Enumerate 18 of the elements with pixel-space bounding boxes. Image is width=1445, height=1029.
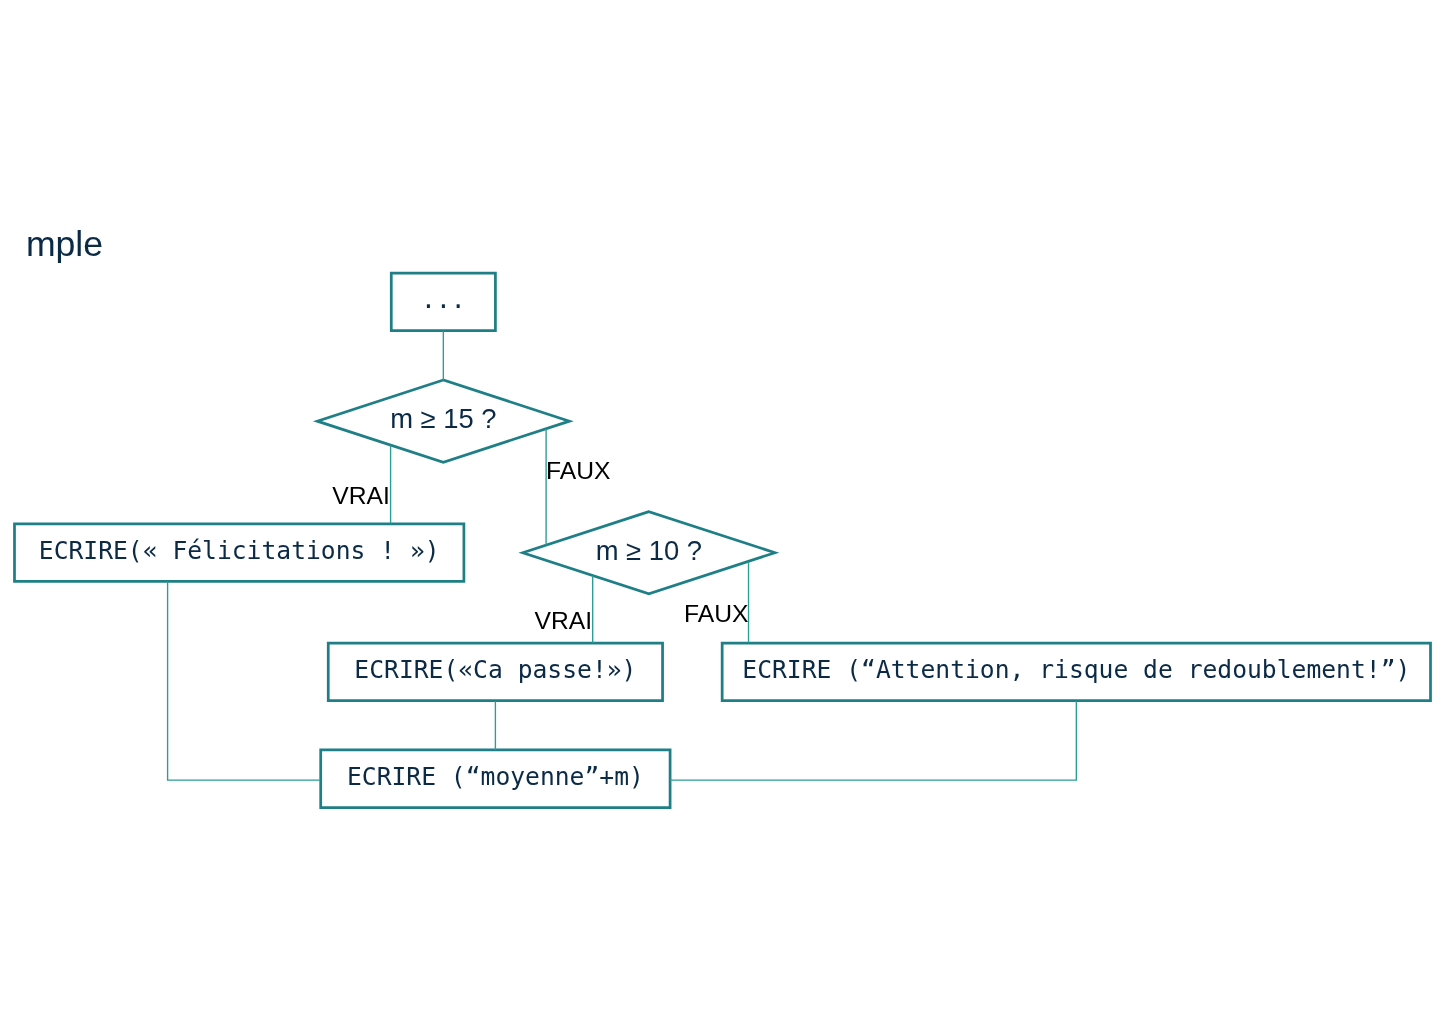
connector	[389, 444, 392, 524]
connector	[166, 580, 322, 781]
node-box: ECRIRE(«Ca passe!»)	[326, 641, 664, 702]
connector	[442, 329, 445, 381]
connector	[545, 427, 547, 546]
node-box: ...	[389, 271, 497, 332]
node-box: ECRIRE (“Attention, risque de redoublement!”)	[720, 641, 1432, 702]
connector	[747, 560, 750, 643]
node-diamond: m ≥ 10 ?	[518, 509, 780, 595]
diagram-title: mple	[25, 223, 104, 264]
node-box: ECRIRE (“moyenne”+m)	[319, 748, 672, 809]
node-box: ECRIRE(« Félicitations ! »)	[13, 522, 466, 583]
edge-label: FAUX	[684, 599, 749, 627]
edge-label: VRAI	[332, 481, 390, 509]
connector	[494, 699, 497, 751]
edge-label: VRAI	[534, 606, 593, 634]
connector	[592, 574, 594, 644]
connector	[669, 699, 1077, 781]
